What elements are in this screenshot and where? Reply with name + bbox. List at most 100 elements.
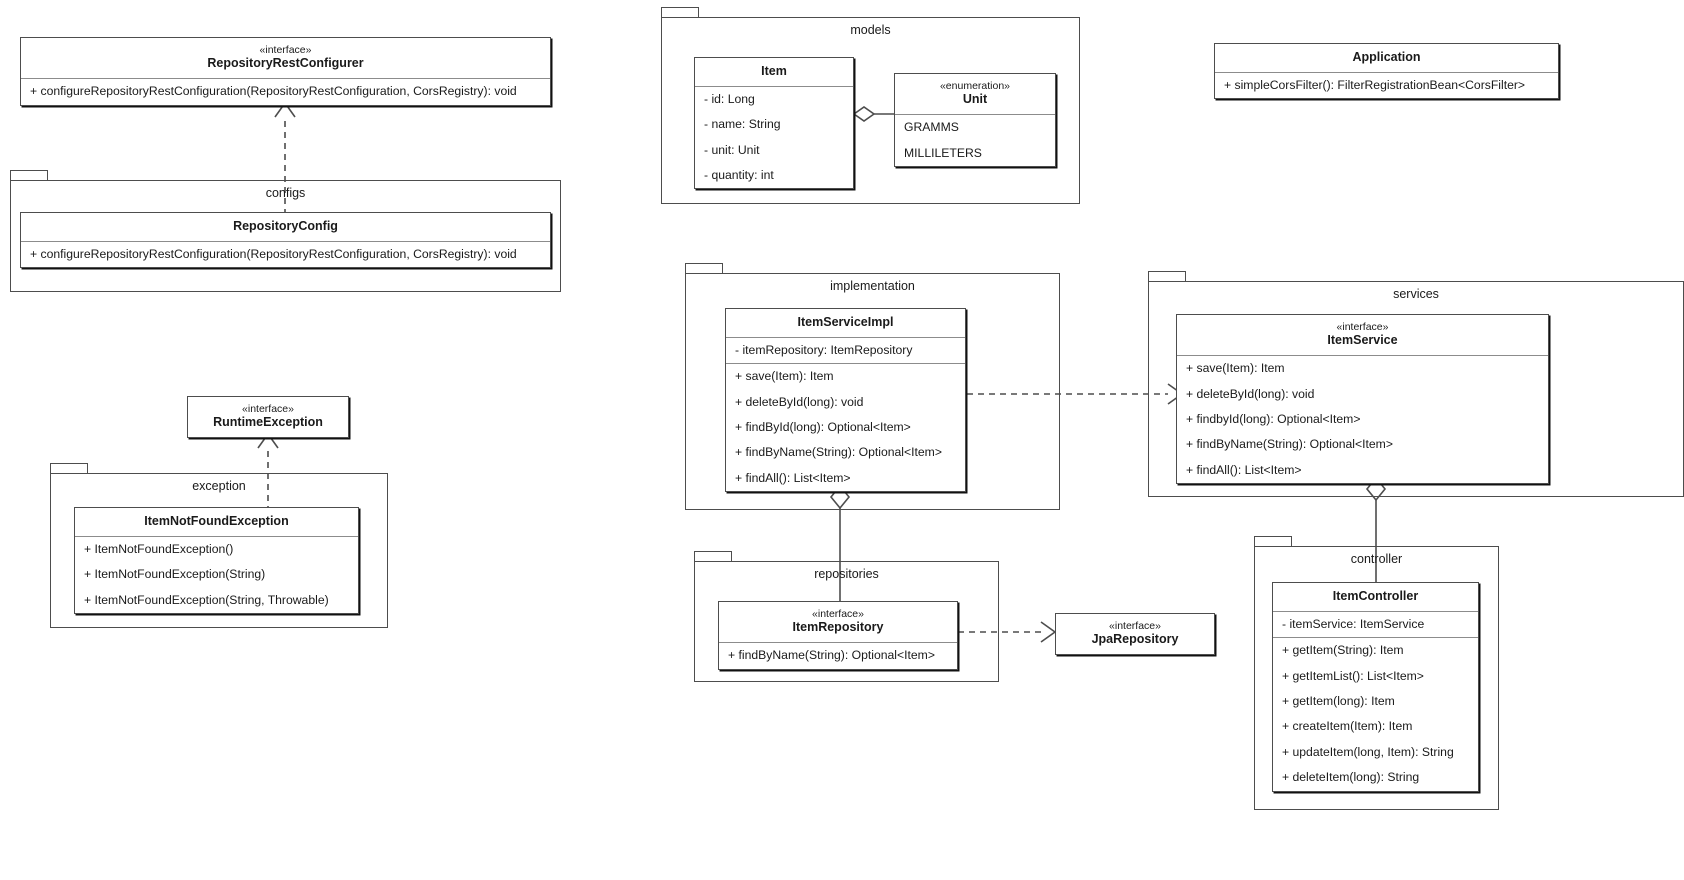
package-label: repositories <box>814 567 879 581</box>
package-tab <box>10 170 48 181</box>
class-name: ItemRepository <box>792 620 884 635</box>
literals-compartment: GRAMMS MILLILETERS <box>895 115 1055 166</box>
class-item-repository[interactable]: «interface» ItemRepository + findByName(… <box>718 601 958 670</box>
method-row: + findById(long): Optional<Item> <box>735 420 911 435</box>
class-application[interactable]: Application + simpleCorsFilter(): Filter… <box>1214 43 1559 100</box>
class-header: ItemServiceImpl <box>726 309 965 338</box>
class-header: ItemNotFoundException <box>75 508 358 537</box>
class-name: Item <box>761 64 787 78</box>
method-row: + deleteById(long): void <box>1186 386 1315 401</box>
method-row: + simpleCorsFilter(): FilterRegistration… <box>1224 77 1526 92</box>
package-body <box>50 473 388 628</box>
package-tab <box>661 7 699 18</box>
methods-compartment: + configureRepositoryRestConfiguration(R… <box>21 242 550 267</box>
class-header: «interface» ItemService <box>1177 315 1548 357</box>
package-exception[interactable]: exception <box>50 463 388 628</box>
stereotype-label: «enumeration» <box>939 80 1011 92</box>
package-tab <box>1254 536 1292 547</box>
class-jpa-repository[interactable]: «interface» JpaRepository <box>1055 613 1215 656</box>
attribute-row: - id: Long <box>704 91 755 106</box>
method-row: + save(Item): Item <box>1186 361 1285 376</box>
methods-compartment: + getItem(String): Item + getItemList():… <box>1273 638 1478 791</box>
method-row: + ItemNotFoundException() <box>84 541 234 556</box>
class-header: Application <box>1215 44 1558 73</box>
package-label: implementation <box>830 279 915 293</box>
class-name: RuntimeException <box>213 415 323 430</box>
stereotype-label: «interface» <box>242 403 294 415</box>
attributes-compartment: - itemRepository: ItemRepository <box>726 338 965 365</box>
class-item[interactable]: Item - id: Long - name: String - unit: U… <box>694 57 854 190</box>
methods-compartment: + save(Item): Item + deleteById(long): v… <box>726 364 965 491</box>
method-row: + getItem(String): Item <box>1282 643 1404 658</box>
method-row: + findbyId(long): Optional<Item> <box>1186 411 1361 426</box>
class-item-service[interactable]: «interface» ItemService + save(Item): It… <box>1176 314 1549 485</box>
attribute-row: - itemRepository: ItemRepository <box>735 342 913 357</box>
class-header: ItemController <box>1273 583 1478 612</box>
method-row: + findByName(String): Optional<Item> <box>1186 437 1393 452</box>
class-unit-enumeration[interactable]: «enumeration» Unit GRAMMS MILLILETERS <box>894 73 1056 167</box>
class-name: ItemServiceImpl <box>797 315 894 329</box>
class-name: Unit <box>962 92 988 107</box>
methods-compartment: + findByName(String): Optional<Item> <box>719 643 957 668</box>
method-row: + deleteItem(long): String <box>1282 770 1420 785</box>
class-header: RepositoryConfig <box>21 213 550 242</box>
attribute-row: - name: String <box>704 117 781 132</box>
package-implementation[interactable]: implementation <box>685 263 1060 510</box>
attribute-row: - quantity: int <box>704 168 774 183</box>
class-name: Application <box>1352 50 1421 64</box>
method-row: + configureRepositoryRestConfiguration(R… <box>30 84 517 99</box>
method-row: + configureRepositoryRestConfiguration(R… <box>30 246 517 261</box>
class-header: Item <box>695 58 853 87</box>
class-runtime-exception[interactable]: «interface» RuntimeException <box>187 396 349 439</box>
package-label: controller <box>1350 552 1403 566</box>
enum-literal-row: MILLILETERS <box>904 145 982 160</box>
class-item-service-impl[interactable]: ItemServiceImpl - itemRepository: ItemRe… <box>725 308 966 493</box>
method-row: + findAll(): List<Item> <box>735 470 851 485</box>
class-header: «interface» RuntimeException <box>188 397 348 437</box>
class-header: «interface» ItemRepository <box>719 602 957 644</box>
package-tab <box>685 263 723 274</box>
package-body <box>1254 546 1499 810</box>
class-header: «interface» RepositoryRestConfigurer <box>21 38 550 80</box>
package-body <box>10 180 561 292</box>
class-item-controller[interactable]: ItemController - itemService: ItemServic… <box>1272 582 1479 792</box>
method-row: + findByName(String): Optional<Item> <box>735 445 942 460</box>
package-label: services <box>1393 287 1439 301</box>
method-row: + getItem(long): Item <box>1282 694 1395 709</box>
method-row: + updateItem(long, Item): String <box>1282 744 1454 759</box>
package-controller[interactable]: controller <box>1254 536 1499 810</box>
package-label: exception <box>192 479 246 493</box>
class-name: RepositoryRestConfigurer <box>207 56 364 71</box>
attribute-row: - unit: Unit <box>704 142 760 157</box>
attributes-compartment: - id: Long - name: String - unit: Unit -… <box>695 87 853 189</box>
class-repository-config[interactable]: RepositoryConfig + configureRepositoryRe… <box>20 212 551 269</box>
method-row: + findByName(String): Optional<Item> <box>728 648 935 663</box>
stereotype-label: «interface» <box>812 608 864 620</box>
method-row: + getItemList(): List<Item> <box>1282 668 1424 683</box>
methods-compartment: + configureRepositoryRestConfiguration(R… <box>21 79 550 104</box>
method-row: + ItemNotFoundException(String) <box>84 567 266 582</box>
methods-compartment: + simpleCorsFilter(): FilterRegistration… <box>1215 73 1558 98</box>
enum-literal-row: GRAMMS <box>904 120 959 135</box>
class-header: «enumeration» Unit <box>895 74 1055 116</box>
package-label: models <box>850 23 891 37</box>
class-repository-rest-configurer[interactable]: «interface» RepositoryRestConfigurer + c… <box>20 37 551 106</box>
package-configs[interactable]: configs <box>10 170 561 292</box>
package-tab <box>50 463 88 474</box>
class-name: JpaRepository <box>1091 632 1179 647</box>
class-name: ItemService <box>1327 333 1398 348</box>
package-tab <box>694 551 732 562</box>
methods-compartment: + ItemNotFoundException() + ItemNotFound… <box>75 537 358 613</box>
attribute-row: - itemService: ItemService <box>1282 616 1425 631</box>
class-item-not-found-exception[interactable]: ItemNotFoundException + ItemNotFoundExce… <box>74 507 359 615</box>
methods-compartment: + save(Item): Item + deleteById(long): v… <box>1177 356 1548 483</box>
package-body <box>661 17 1080 204</box>
package-body <box>685 273 1060 510</box>
package-models[interactable]: models <box>661 7 1080 204</box>
package-repositories[interactable]: repositories <box>694 551 999 682</box>
class-name: RepositoryConfig <box>233 219 338 233</box>
package-label: configs <box>265 186 306 200</box>
stereotype-label: «interface» <box>259 44 312 56</box>
method-row: + ItemNotFoundException(String, Throwabl… <box>84 592 329 607</box>
